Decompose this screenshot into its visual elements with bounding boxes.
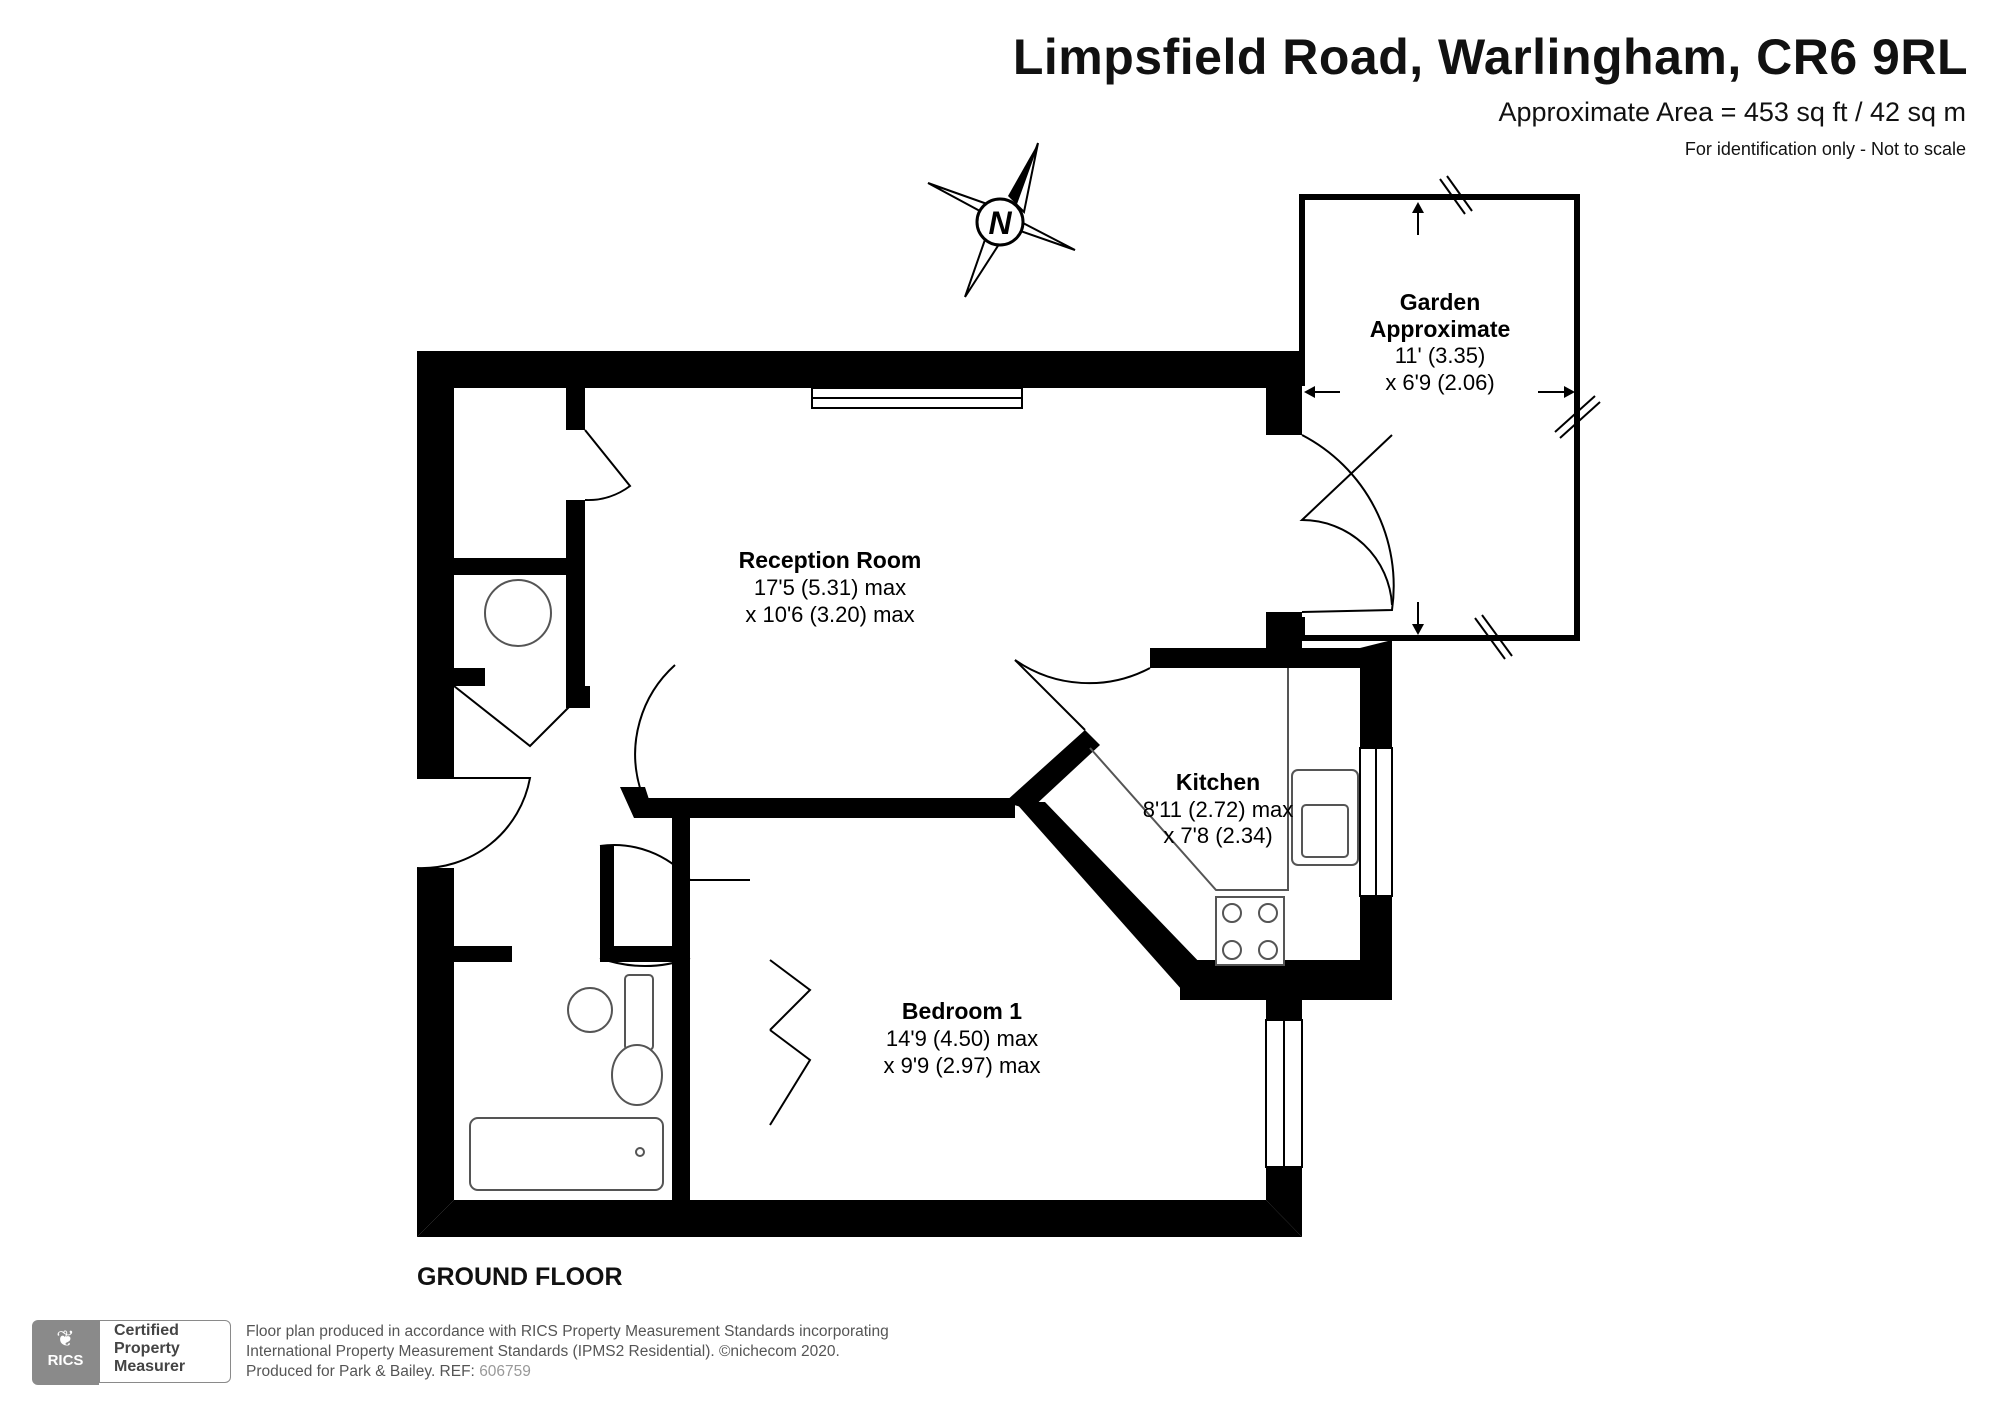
compass-icon: N [927, 142, 1076, 298]
windows [811, 387, 1393, 1168]
fixtures [469, 579, 1359, 1191]
bedroom-label: Bedroom 1 14'9 (4.50) max x 9'9 (2.97) m… [883, 998, 1040, 1078]
kitchen-label: Kitchen 8'11 (2.72) max x 7'8 (2.34) [1143, 769, 1294, 848]
bedroom-name: Bedroom 1 [902, 998, 1022, 1024]
garden-dim-line2: x 6'9 (2.06) [1385, 370, 1494, 395]
garden-label: Garden Approximate 11' (3.35) x 6'9 (2.0… [1370, 289, 1511, 395]
footer-line3: Produced for Park & Bailey. REF: 606759 [246, 1362, 889, 1382]
walls [417, 351, 1392, 1237]
footer-ref: 606759 [479, 1363, 531, 1380]
bedroom-dim-line1: 14'9 (4.50) max [886, 1026, 1038, 1051]
garden-name-line2: Approximate [1370, 316, 1511, 342]
door-swings [416, 429, 1395, 1126]
kitchen-dim-line2: x 7'8 (2.34) [1163, 823, 1272, 848]
kitchen-counter [1089, 668, 1289, 891]
floor-label: GROUND FLOOR [417, 1263, 623, 1291]
footer-line2: International Property Measurement Stand… [246, 1343, 840, 1360]
badge-line2: Property [114, 1340, 180, 1357]
footer-line1: Floor plan produced in accordance with R… [246, 1323, 889, 1340]
reception-label: Reception Room 17'5 (5.31) max x 10'6 (3… [739, 547, 922, 627]
footer-text: Floor plan produced in accordance with R… [246, 1322, 889, 1382]
garden-name-line1: Garden [1400, 289, 1481, 315]
bedroom-dim-line2: x 9'9 (2.97) max [883, 1053, 1040, 1078]
certified-measurer-badge: Certified Property Measurer [99, 1320, 231, 1383]
rics-logo-text: RICS [47, 1352, 84, 1369]
approximate-area: Approximate Area = 453 sq ft / 42 sq m [1498, 97, 1966, 127]
rics-crest-icon: ❦ [56, 1326, 75, 1351]
footer-produced-for: Produced for Park & Bailey. REF: [246, 1363, 475, 1380]
kitchen-name: Kitchen [1176, 769, 1260, 795]
reception-name: Reception Room [739, 547, 922, 573]
badge-line1: Certified [114, 1322, 179, 1339]
garden-outline [1299, 175, 1601, 660]
rics-logo: ❦ RICS [32, 1320, 99, 1385]
reception-dim-line1: 17'5 (5.31) max [754, 575, 906, 600]
property-title: Limpsfield Road, Warlingham, CR6 9RL [1012, 29, 1968, 85]
kitchen-dim-line1: 8'11 (2.72) max [1143, 797, 1294, 822]
badge-line3: Measurer [114, 1358, 186, 1375]
compass-north-label: N [988, 205, 1012, 241]
garden-dim-line1: 11' (3.35) [1395, 343, 1486, 368]
reception-dim-line2: x 10'6 (3.20) max [745, 602, 914, 627]
disclaimer-note: For identification only - Not to scale [1684, 139, 1966, 159]
